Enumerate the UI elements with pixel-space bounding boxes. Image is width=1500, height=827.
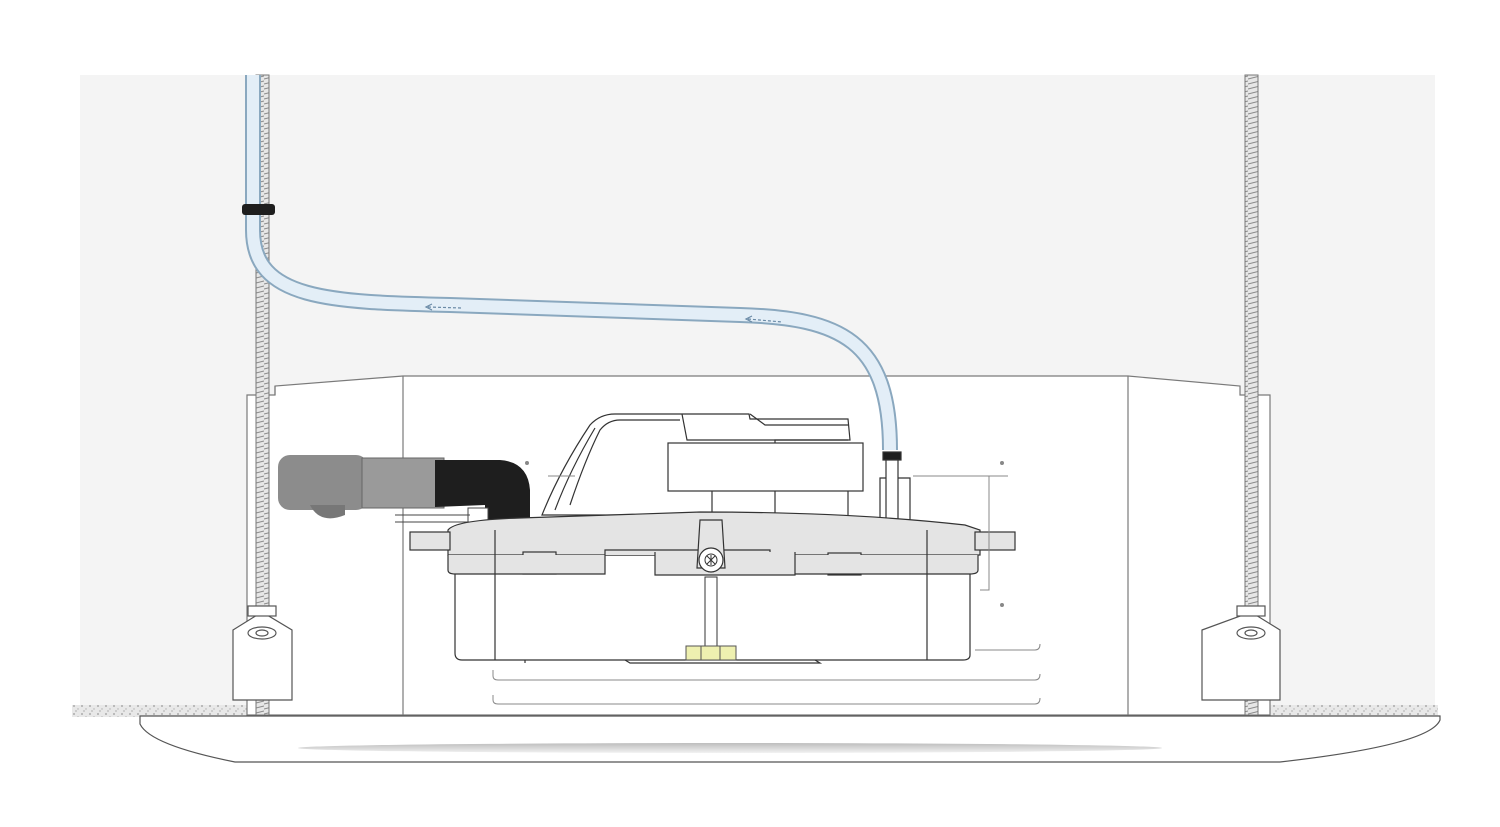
mounting-bracket-right (1201, 605, 1281, 701)
dimension-lines (492, 461, 1041, 705)
flow-arrow-icon (424, 303, 783, 323)
ceiling-grille-panel (139, 715, 1441, 763)
ceiling-tile-right (1268, 705, 1438, 717)
screw-icon (698, 547, 724, 573)
grille-shadow (298, 743, 1162, 753)
drain-hose-icon (245, 75, 898, 451)
inlet-elbow (435, 460, 530, 525)
mounting-bracket-left (232, 605, 293, 701)
float-icon (685, 576, 737, 661)
threaded-rod-icon (1244, 74, 1259, 716)
inlet-pipe (278, 455, 445, 519)
pump-icon (409, 413, 1016, 664)
hose-clip (242, 204, 275, 215)
ceiling-tile-left (72, 705, 250, 717)
